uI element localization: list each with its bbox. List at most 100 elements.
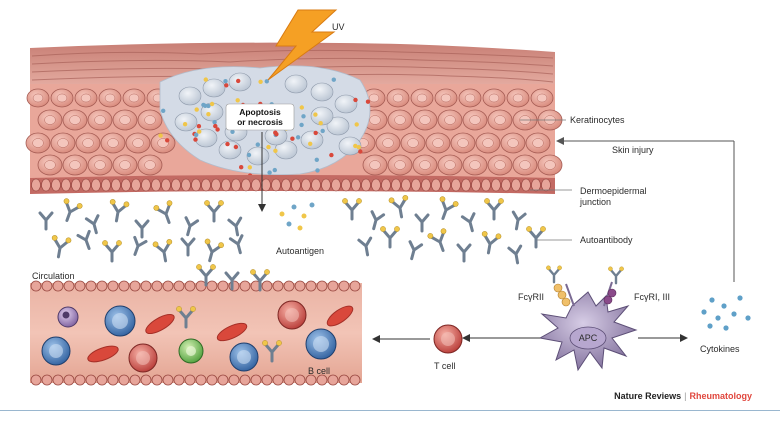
keratinocyte-cell xyxy=(437,154,463,176)
autoantibody-icon xyxy=(460,212,480,234)
basal-cell xyxy=(61,178,71,192)
antigen-dot xyxy=(196,124,202,129)
basal-cell xyxy=(471,178,481,192)
antigen-dot xyxy=(315,168,320,173)
antigen-dot xyxy=(193,137,198,142)
endothelial-cell xyxy=(294,280,306,292)
endothelial-cell xyxy=(349,280,361,292)
red-blood-cell xyxy=(326,305,354,327)
endothelial-cell xyxy=(30,374,42,386)
antigen-dot xyxy=(236,78,241,84)
autoantibody-icon xyxy=(357,236,375,258)
basal-cell xyxy=(491,178,501,192)
apoptotic-cell xyxy=(338,136,362,156)
autoantibody-icon xyxy=(425,226,454,256)
basal-cell xyxy=(211,178,221,192)
endothelial-cell xyxy=(338,374,350,386)
basal-cell xyxy=(301,178,311,192)
endothelial-cell xyxy=(173,280,185,292)
apoptotic-cell xyxy=(202,78,226,98)
endothelial-cell xyxy=(272,374,284,386)
endothelial-cell xyxy=(283,280,295,292)
autoantibody-icon xyxy=(387,193,413,221)
antigen-dot xyxy=(356,145,361,150)
endothelial-cell xyxy=(63,280,75,292)
b-cell xyxy=(305,328,337,360)
endothelial-cell xyxy=(118,374,130,386)
keratinocyte-cell xyxy=(482,88,506,108)
autoantibody-icon xyxy=(404,240,424,262)
endothelial-cell xyxy=(41,374,53,386)
basal-cell xyxy=(441,178,451,192)
antigen-dot xyxy=(354,122,359,127)
apoptotic-cell xyxy=(246,146,270,166)
autoantibody-icon xyxy=(38,211,54,231)
endothelial-cell xyxy=(250,374,262,386)
tcell-to-vessel-arrow xyxy=(372,335,430,343)
footer-divider xyxy=(0,410,780,411)
keratinocyte-cell xyxy=(506,88,530,108)
antigen-dot xyxy=(353,97,358,103)
apc-to-tcell-arrow xyxy=(462,334,540,342)
endothelial-cell xyxy=(140,280,152,292)
antigen-dot xyxy=(224,83,229,88)
skin-injury-label: Skin injury xyxy=(612,145,654,155)
endothelial-cell xyxy=(261,374,273,386)
keratinocyte-cell xyxy=(487,154,513,176)
basal-layer xyxy=(30,175,555,194)
endothelial-cell xyxy=(52,280,64,292)
apoptotic-cell xyxy=(178,86,202,106)
basal-cell xyxy=(181,178,191,192)
keratinocyte-cell xyxy=(112,154,138,176)
credit-separator: | xyxy=(684,391,687,401)
apoptotic-cell xyxy=(326,116,350,136)
basal-cell xyxy=(251,178,261,192)
antigen-dot xyxy=(295,135,301,140)
apoptotic-cell xyxy=(218,140,242,160)
endothelial-cell xyxy=(74,374,86,386)
keratinocyte-cell xyxy=(412,154,438,176)
autoantibody-icon xyxy=(509,210,527,232)
antigen-dot xyxy=(233,144,239,150)
antigen-dot xyxy=(194,132,199,137)
autoantibody-icon xyxy=(228,234,248,256)
antigen-dot xyxy=(301,114,306,119)
antigen-dot xyxy=(230,129,235,134)
autoantibody-icon xyxy=(432,194,461,224)
credit-subject: Rheumatology xyxy=(689,391,752,401)
antigen-dot xyxy=(299,122,304,128)
antigen-dot xyxy=(353,143,358,149)
basal-cell xyxy=(231,178,241,192)
antigen-dot xyxy=(165,138,170,143)
basal-cell xyxy=(391,178,401,192)
autoantibody-icon xyxy=(482,196,506,221)
apoptosis-label-line2: or necrosis xyxy=(237,117,283,127)
endothelial-cell xyxy=(118,280,130,292)
circulation-label: Circulation xyxy=(32,271,75,281)
autoantibody-icon xyxy=(378,224,402,249)
antigen-dot xyxy=(235,98,240,103)
autoantibody-icon xyxy=(477,229,503,257)
basal-cell xyxy=(331,178,341,192)
antigen-dot xyxy=(215,127,220,132)
endothelial-cell xyxy=(173,374,185,386)
apoptotic-cell xyxy=(284,74,308,94)
endothelial-cell xyxy=(85,280,97,292)
basal-cell xyxy=(311,178,321,192)
endothelial-cell xyxy=(96,280,108,292)
antigen-dot xyxy=(272,167,277,173)
basal-cell xyxy=(431,178,441,192)
antigen-dot xyxy=(213,123,218,129)
endothelial-cell xyxy=(327,374,339,386)
basal-cell xyxy=(531,178,541,192)
antigen-dot xyxy=(266,144,271,150)
antigen-dot xyxy=(203,77,208,82)
keratinocyte-cell xyxy=(125,132,151,154)
endothelial-cell xyxy=(30,280,42,292)
endothelial-cell xyxy=(52,374,64,386)
endothelial-cell xyxy=(305,374,317,386)
endothelial-cell xyxy=(327,280,339,292)
autoantibody-icon xyxy=(105,197,131,225)
apoptotic-cell xyxy=(310,82,334,102)
